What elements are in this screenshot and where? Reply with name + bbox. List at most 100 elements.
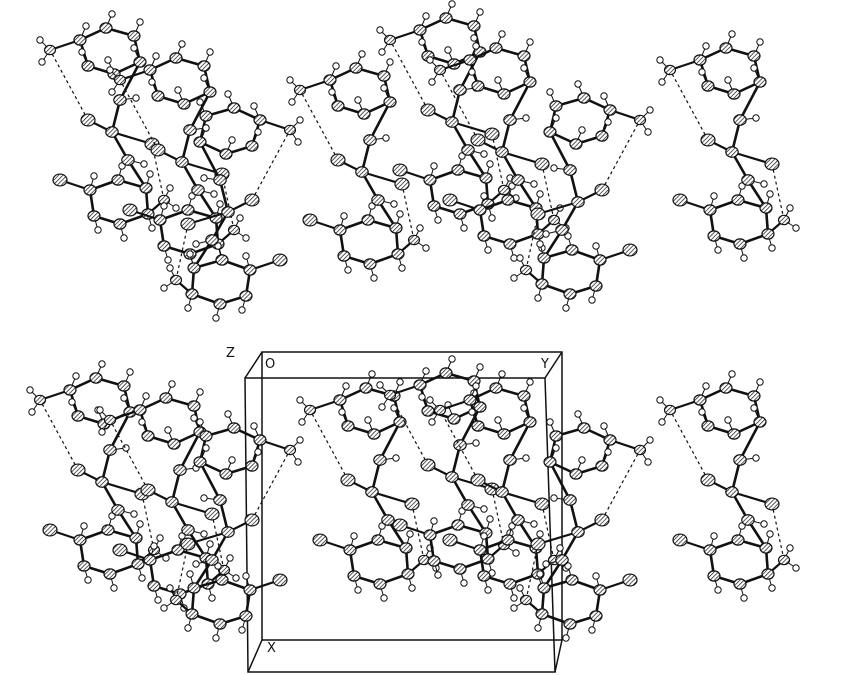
carbon-atom [185, 288, 199, 300]
hydrogen-atom [536, 190, 544, 198]
hydrogen-atom [552, 114, 560, 122]
hydrogen-atom [382, 134, 390, 142]
hydrogen-bond-dashed [309, 409, 349, 481]
hydrogen-atom [38, 58, 46, 66]
carbon-atom [175, 156, 189, 168]
hydrogen-atom [578, 456, 586, 464]
hydrogen-atom [546, 418, 554, 426]
hydrogen-atom [196, 418, 204, 426]
hydrogen-atom [96, 406, 104, 414]
hydrogen-atom [378, 48, 386, 56]
hydrogen-atom [752, 114, 760, 122]
hydrogen-atom [226, 554, 234, 562]
hydrogen-atom [542, 230, 550, 238]
hydrogen-atom [766, 530, 774, 538]
hydrogen-atom [578, 126, 586, 134]
methyl-carbon-atom [519, 264, 533, 276]
carbon-atom [77, 560, 91, 572]
hydrogen-atom [340, 212, 348, 220]
carbon-atom [193, 136, 207, 148]
carbon-atom [537, 582, 551, 594]
hydrogen-atom [486, 515, 494, 523]
hydrogen-atom [140, 160, 148, 168]
hydrogen-atom [26, 386, 34, 394]
methyl-carbon-atom [383, 34, 397, 46]
hydrogen-atom [192, 560, 200, 568]
hydrogen-atom [146, 170, 154, 178]
hydrogen-atom [202, 124, 210, 132]
carbon-atom [81, 60, 95, 72]
carbon-atom [239, 290, 253, 302]
carbon-atom [451, 164, 465, 176]
carbon-atom [495, 486, 509, 498]
carbon-atom [103, 568, 117, 580]
carbon-atom [213, 494, 227, 506]
carbon-atom [731, 194, 745, 206]
carbon-atom [111, 504, 125, 516]
hydrogen-bond-dashed [771, 503, 785, 561]
hydrogen-atom [216, 200, 224, 208]
carbon-atom [191, 184, 205, 196]
hydrogen-atom [480, 505, 488, 513]
hydrogen-atom [344, 266, 352, 274]
hydrogen-bond-dashed [109, 419, 149, 491]
hydrogen-bond-dashed [251, 449, 291, 521]
carbon-atom [355, 166, 369, 178]
oxygen-atom [530, 207, 546, 221]
methyl-carbon-atom [777, 554, 791, 566]
oxygen-atom [70, 463, 86, 477]
carbon-atom [471, 80, 485, 92]
hydrogen-atom [416, 224, 424, 232]
carbon-atom [439, 367, 453, 379]
hydrogen-atom [574, 410, 582, 418]
carbon-atom [759, 202, 773, 214]
hydrogen-atom [536, 530, 544, 538]
carbon-atom [511, 514, 525, 526]
carbon-atom [427, 200, 441, 212]
carbon-atom [761, 568, 775, 580]
carbon-atom [693, 54, 707, 66]
carbon-atom [129, 532, 143, 544]
hydrogen-atom [510, 594, 518, 602]
hydrogen-atom [486, 160, 494, 168]
axis-label-z: Z [226, 346, 235, 361]
hydrogen-atom [228, 136, 236, 144]
hydrogen-atom [476, 363, 484, 371]
carbon-atom [359, 382, 373, 394]
hydrogen-atom [646, 106, 654, 114]
oxygen-atom [764, 497, 780, 511]
hydrogen-atom [428, 78, 436, 86]
hydrogen-atom [98, 360, 106, 368]
oxygen-atom [180, 217, 196, 231]
carbon-atom [463, 54, 477, 66]
hydrogen-atom [82, 22, 90, 30]
hydrogen-atom [422, 367, 430, 375]
carbon-atom [477, 230, 491, 242]
hydrogen-bond-dashed [401, 183, 415, 241]
carbon-atom [215, 574, 229, 586]
hydrogen-atom [484, 246, 492, 254]
hydrogen-atom [286, 76, 294, 84]
carbon-atom [151, 90, 165, 102]
carbon-atom [421, 405, 435, 417]
carbon-atom [595, 460, 609, 472]
hydrogen-atom [550, 164, 558, 172]
hydrogen-atom [80, 522, 88, 530]
hydrogen-atom [164, 426, 172, 434]
carbon-atom [185, 608, 199, 620]
carbon-atom [563, 288, 577, 300]
covalent-bond [548, 460, 572, 502]
hydrogen-atom [510, 254, 518, 262]
carbon-atom [497, 88, 511, 100]
hydrogen-atom [120, 234, 128, 242]
carbon-atom [445, 471, 459, 483]
hydrogen-bond-dashed [251, 129, 291, 201]
hydrogen-atom [130, 44, 138, 52]
hydrogen-atom [358, 50, 366, 58]
carbon-atom [199, 430, 213, 442]
hydrogen-atom [468, 68, 476, 76]
hydrogen-atom [166, 184, 174, 192]
hydrogen-atom [552, 444, 560, 452]
hydrogen-atom [756, 38, 764, 46]
hydrogen-atom [136, 520, 144, 528]
